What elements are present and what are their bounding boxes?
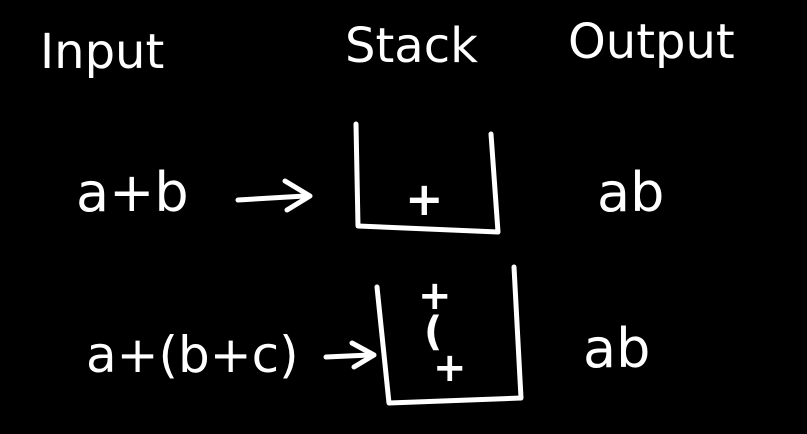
row1-arrow-icon [235,178,313,213]
header-output: Output [568,14,735,70]
header-input: Input [40,24,165,80]
row2-stack-item-1: + [418,273,452,319]
row2-stack-item-3: + [433,345,467,391]
row1-output: ab [597,161,665,224]
row2-arrow-icon [323,340,377,370]
row1-input-expression: a+b [76,161,189,224]
row2-stack-container [374,264,524,406]
row2-output: ab [583,317,651,380]
header-stack: Stack [345,18,478,74]
row1-stack-container [353,121,501,235]
row2-stack-item-2: ( [424,309,443,355]
row1-stack-item-1: + [405,172,444,226]
row2-input-expression: a+(b+c) [86,326,299,384]
